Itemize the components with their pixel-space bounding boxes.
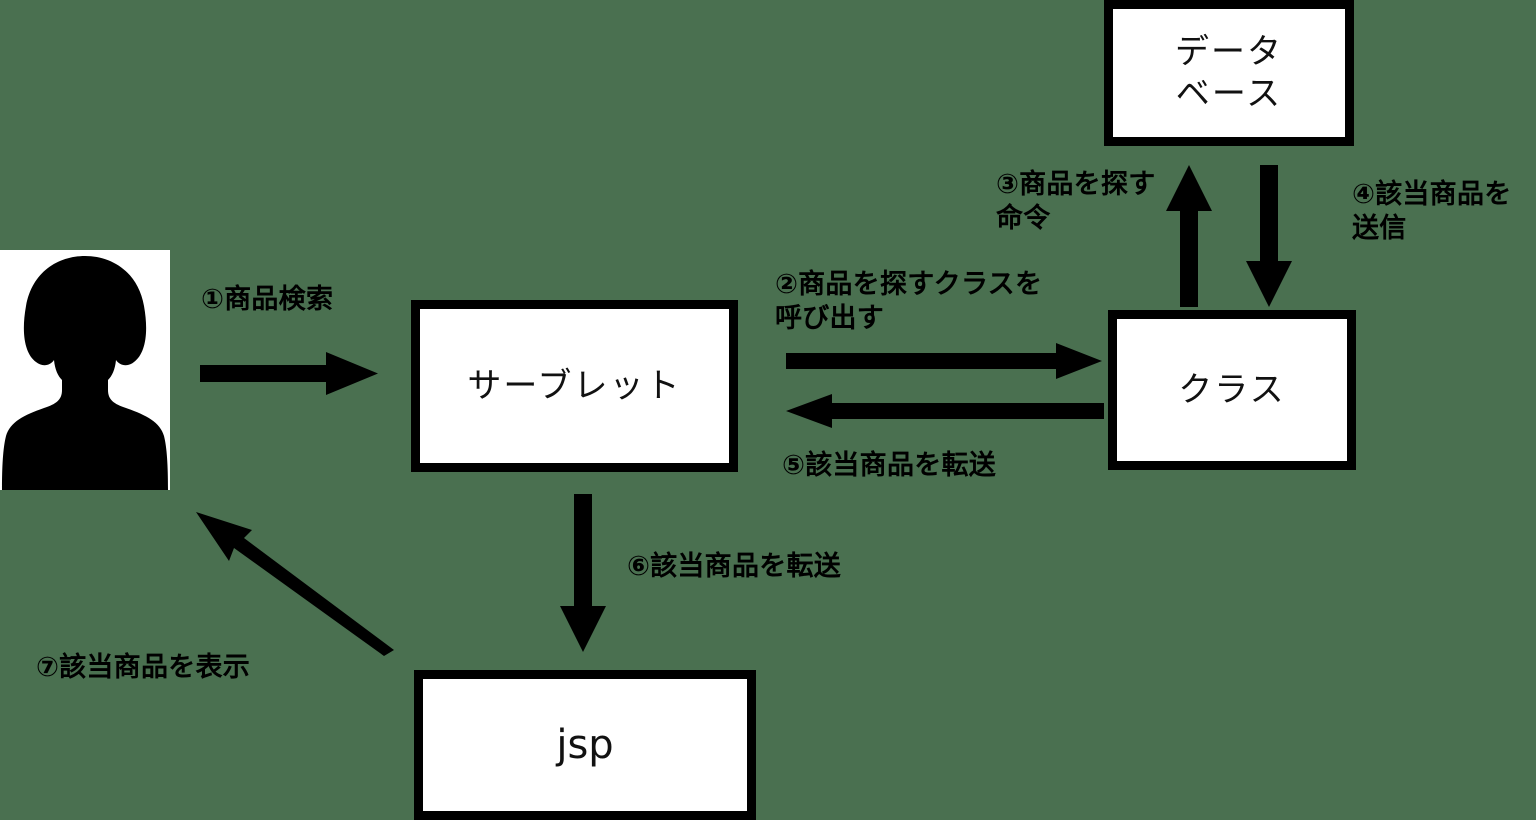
- node-database[interactable]: データ ベース: [1104, 0, 1354, 146]
- arrow-step-6-servlet-to-jsp: [560, 494, 606, 652]
- node-database-label: データ ベース: [1174, 31, 1284, 115]
- arrow-step-4-database-to-class: [1246, 165, 1292, 307]
- user-avatar-image: [0, 250, 170, 490]
- arrow-step-5-class-to-servlet: [786, 394, 1104, 428]
- step-label-4: ④該当商品を送信: [1352, 179, 1512, 244]
- node-jsp-label: jsp: [556, 722, 614, 768]
- arrow-step-2-servlet-to-class: [786, 343, 1102, 379]
- step-label-2: ②商品を探すクラスを呼び出す: [775, 269, 1043, 334]
- arrow-step-1-user-to-servlet: [200, 352, 378, 395]
- node-servlet[interactable]: サーブレット: [411, 300, 738, 472]
- node-class[interactable]: クラス: [1108, 310, 1356, 470]
- step-label-6: ⑥該当商品を転送: [627, 551, 842, 582]
- arrow-step-7-jsp-to-user: [196, 512, 394, 656]
- node-servlet-label: サーブレット: [467, 365, 682, 406]
- step-label-3: ③商品を探す命令: [996, 169, 1156, 234]
- node-class-label: クラス: [1178, 369, 1286, 410]
- step-label-5: ⑤該当商品を転送: [782, 450, 997, 481]
- person-silhouette-icon: [2, 256, 168, 490]
- step-label-1: ①商品検索: [201, 284, 334, 315]
- node-jsp[interactable]: jsp: [414, 670, 756, 820]
- arrow-step-3-class-to-database: [1166, 165, 1212, 307]
- step-label-7: ⑦該当商品を表示: [36, 652, 251, 683]
